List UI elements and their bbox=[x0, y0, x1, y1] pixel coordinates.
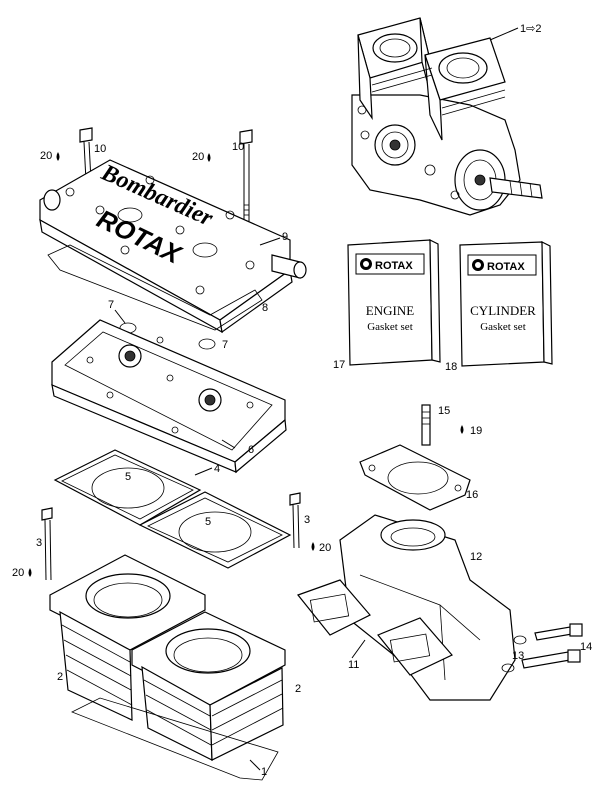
stud-15 bbox=[421, 404, 431, 446]
callout-14: 14 bbox=[580, 641, 592, 653]
cylinder-head bbox=[51, 319, 287, 474]
cylinder-head-cover: Bombardier ROTAX bbox=[39, 159, 307, 334]
washer-13-top bbox=[513, 635, 527, 645]
engine-gasket-subtitle: Gasket set bbox=[367, 321, 413, 333]
callout-13: 13 bbox=[512, 650, 524, 662]
callout-20-right: 20 bbox=[319, 542, 331, 554]
callout-11: 11 bbox=[348, 659, 359, 671]
head-gasket-rear bbox=[138, 491, 292, 569]
callout-20-top-right: 20 bbox=[192, 151, 204, 163]
callout-2-right: 2 bbox=[295, 683, 301, 695]
sealant-drop-icon bbox=[56, 152, 60, 161]
bolt-14-top bbox=[534, 623, 583, 641]
callout-16: 16 bbox=[466, 489, 478, 501]
wire-gasket-8 bbox=[47, 244, 263, 331]
callout-7-left: 7 bbox=[108, 299, 114, 311]
callout-3-left: 3 bbox=[36, 537, 42, 549]
engine-gasket-logo-text: ROTAX bbox=[375, 260, 413, 272]
callout-6: 6 bbox=[248, 444, 254, 456]
engine-gasket-title: ENGINE bbox=[366, 303, 414, 318]
callout-17: 17 bbox=[333, 359, 345, 371]
callout-12: 12 bbox=[470, 551, 482, 563]
leader-line bbox=[259, 237, 281, 246]
callout-7-right: 7 bbox=[222, 339, 228, 351]
bolt-3-left bbox=[41, 507, 53, 581]
sealant-drop-icon bbox=[28, 568, 32, 577]
callout-20-left: 20 bbox=[12, 567, 24, 579]
leader-line bbox=[489, 27, 519, 41]
cylinder-gasket-set-book: ROTAX CYLINDER Gasket set bbox=[459, 241, 553, 367]
callout-20-top-left: 20 bbox=[40, 150, 52, 162]
engine-gasket-set-book: ROTAX ENGINE Gasket set bbox=[347, 239, 441, 366]
sealant-drop-icon bbox=[207, 153, 211, 162]
sealant-drop-icon bbox=[311, 542, 315, 551]
manifold-gasket-11 bbox=[297, 579, 453, 676]
head-gasket-front bbox=[53, 449, 202, 526]
callout-3-right: 3 bbox=[304, 514, 310, 526]
callout-18: 18 bbox=[445, 361, 457, 373]
callout-19: 19 bbox=[470, 425, 482, 437]
callout-10-right: 10 bbox=[232, 141, 244, 153]
bolt-14-bottom bbox=[521, 649, 581, 669]
callout-8: 8 bbox=[262, 302, 268, 314]
callout-4: 4 bbox=[214, 463, 220, 475]
callout-15: 15 bbox=[438, 405, 450, 417]
bolt-3-right bbox=[289, 492, 301, 549]
washer-13-bottom bbox=[501, 663, 515, 673]
callout-1-to-2: 1⇨2 bbox=[520, 23, 541, 35]
callout-2-left: 2 bbox=[57, 671, 63, 683]
callout-10-left: 10 bbox=[94, 143, 106, 155]
sealant-drop-icon bbox=[460, 425, 464, 434]
callout-5-top: 5 bbox=[125, 471, 131, 483]
cylinder-gasket-logo-text: ROTAX bbox=[487, 261, 525, 273]
engine-assembly bbox=[351, 17, 543, 216]
exhaust-gasket-16 bbox=[359, 444, 471, 511]
cylinder-gasket-title: CYLINDER bbox=[470, 303, 536, 318]
cylinder-gasket-subtitle: Gasket set bbox=[480, 321, 526, 333]
exhaust-manifold-12 bbox=[339, 514, 516, 701]
callout-5-bottom: 5 bbox=[205, 516, 211, 528]
callout-1: 1 bbox=[261, 766, 267, 778]
cylinder-front bbox=[49, 554, 206, 721]
o-ring-7-right bbox=[198, 338, 216, 350]
bolt-10-right bbox=[239, 129, 253, 232]
callout-9: 9 bbox=[282, 231, 288, 243]
base-gasket-1 bbox=[71, 697, 279, 781]
